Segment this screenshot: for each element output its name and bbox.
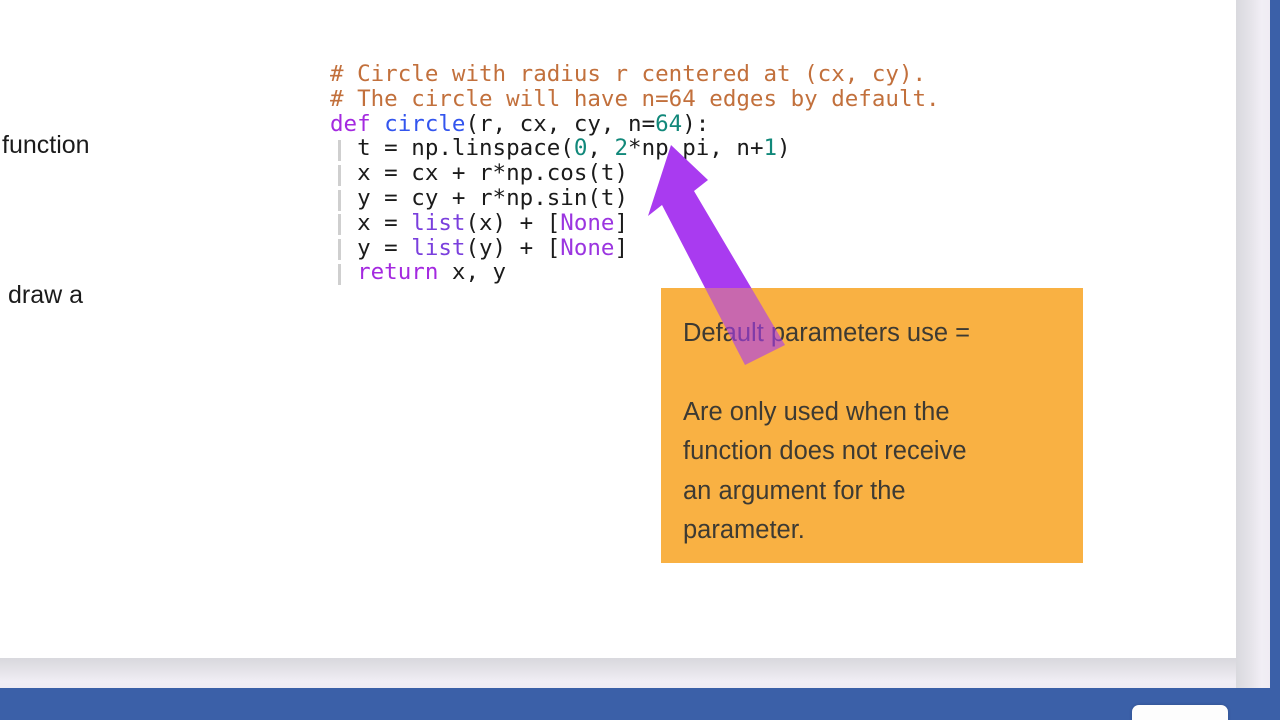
code-line: # The circle will have n=64 edges by def… (330, 85, 940, 112)
body-text-fragment-draw-a: draw a (8, 281, 84, 309)
code-line: y = cy + r*np.sin(t) (330, 186, 940, 211)
code-token-comment: # The circle will have n=64 edges by def… (330, 85, 940, 112)
code-token-plain (330, 259, 357, 285)
annotation-callout-box: Default parameters use = Are only used w… (661, 288, 1083, 563)
code-token-plain: (y) + [ (465, 234, 561, 261)
code-token-comment: # Circle with radius r centered at (cx, … (330, 61, 927, 87)
code-line: x = cx + r*np.cos(t) (330, 161, 940, 186)
code-token-plain: ] (614, 234, 629, 261)
code-token-kw: def (330, 110, 385, 137)
code-token-num: 0 (573, 135, 588, 162)
bottom-toolbar (0, 688, 1280, 720)
code-listing: # Circle with radius r centered at (cx, … (330, 62, 940, 285)
code-token-plain: x, y (438, 259, 507, 286)
code-token-const: None (560, 234, 615, 261)
callout-line-1: Default parameters use = (683, 319, 971, 347)
code-line: # Circle with radius r centered at (cx, … (330, 62, 940, 87)
code-token-num: 1 (763, 135, 778, 162)
slide-canvas: function draw a # Circle with radius r c… (0, 0, 1236, 658)
code-token-plain: ): (682, 110, 710, 137)
code-token-plain: *np.pi, n+ (628, 135, 764, 162)
code-token-plain: y = cy + r*np.sin(t) (330, 184, 629, 211)
page-edge-right-shadow (1236, 0, 1270, 688)
code-line: t = np.linspace(0, 2*np.pi, n+1) (330, 136, 940, 161)
code-line: return x, y (330, 260, 940, 285)
body-text-fragment-function: function (2, 131, 90, 159)
code-token-plain: , (587, 135, 615, 162)
page-edge-bottom-shadow (0, 658, 1236, 688)
callout-line-2: Are only used when the (683, 397, 950, 426)
code-token-plain: x = cx + r*np.cos(t) (330, 160, 629, 187)
code-token-plain: ) (777, 135, 791, 162)
code-token-plain: (r, cx, cy, n= (465, 110, 656, 137)
code-token-builtin: list (411, 234, 466, 261)
code-token-plain: y = (330, 234, 412, 261)
callout-spacer (683, 354, 1061, 393)
code-token-plain: t = np.linspace( (330, 135, 574, 162)
code-indent-guides (338, 140, 341, 288)
code-line: def circle(r, cx, cy, n=64): (330, 110, 940, 137)
callout-line-4: an argument for the (683, 476, 906, 505)
callout-line-3: function does not receive (683, 437, 967, 465)
callout-line-5: parameter. (683, 516, 805, 544)
code-line: x = list(x) + [None] (330, 209, 940, 236)
code-token-plain: x = (330, 209, 412, 236)
code-token-num: 2 (614, 135, 629, 162)
code-token-plain: (x) + [ (465, 209, 561, 236)
bottom-toolbar-button[interactable] (1132, 705, 1228, 720)
code-token-num: 64 (655, 110, 683, 137)
code-token-fn: circle (384, 110, 466, 137)
code-line: y = list(y) + [None] (330, 234, 940, 261)
code-token-plain: ] (614, 209, 629, 236)
code-token-kw: return (357, 259, 439, 286)
code-token-const: None (560, 209, 615, 236)
code-token-builtin: list (411, 209, 466, 236)
